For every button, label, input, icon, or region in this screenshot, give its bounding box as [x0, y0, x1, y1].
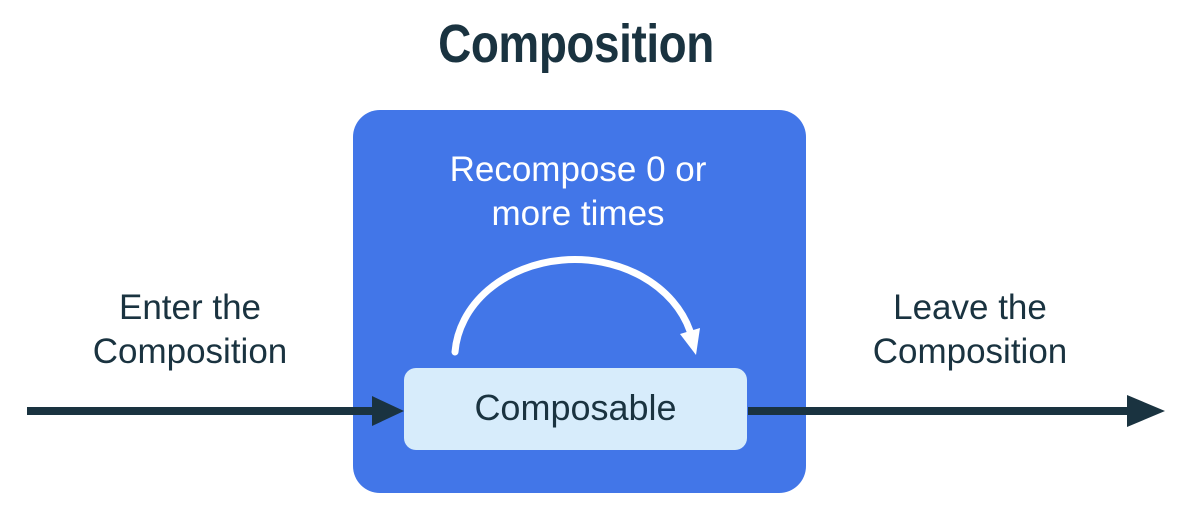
recompose-label: Recompose 0 or more times: [449, 150, 707, 233]
diagram-title: Composition: [438, 14, 714, 74]
composable-box: Composable: [404, 368, 747, 450]
enter-composition-label: Enter the Composition: [92, 288, 288, 371]
enter-arrow-icon: [27, 396, 404, 426]
leave-arrow-icon: [748, 395, 1165, 427]
composable-label: Composable: [474, 387, 677, 428]
leave-composition-label: Leave the Composition: [872, 288, 1068, 371]
